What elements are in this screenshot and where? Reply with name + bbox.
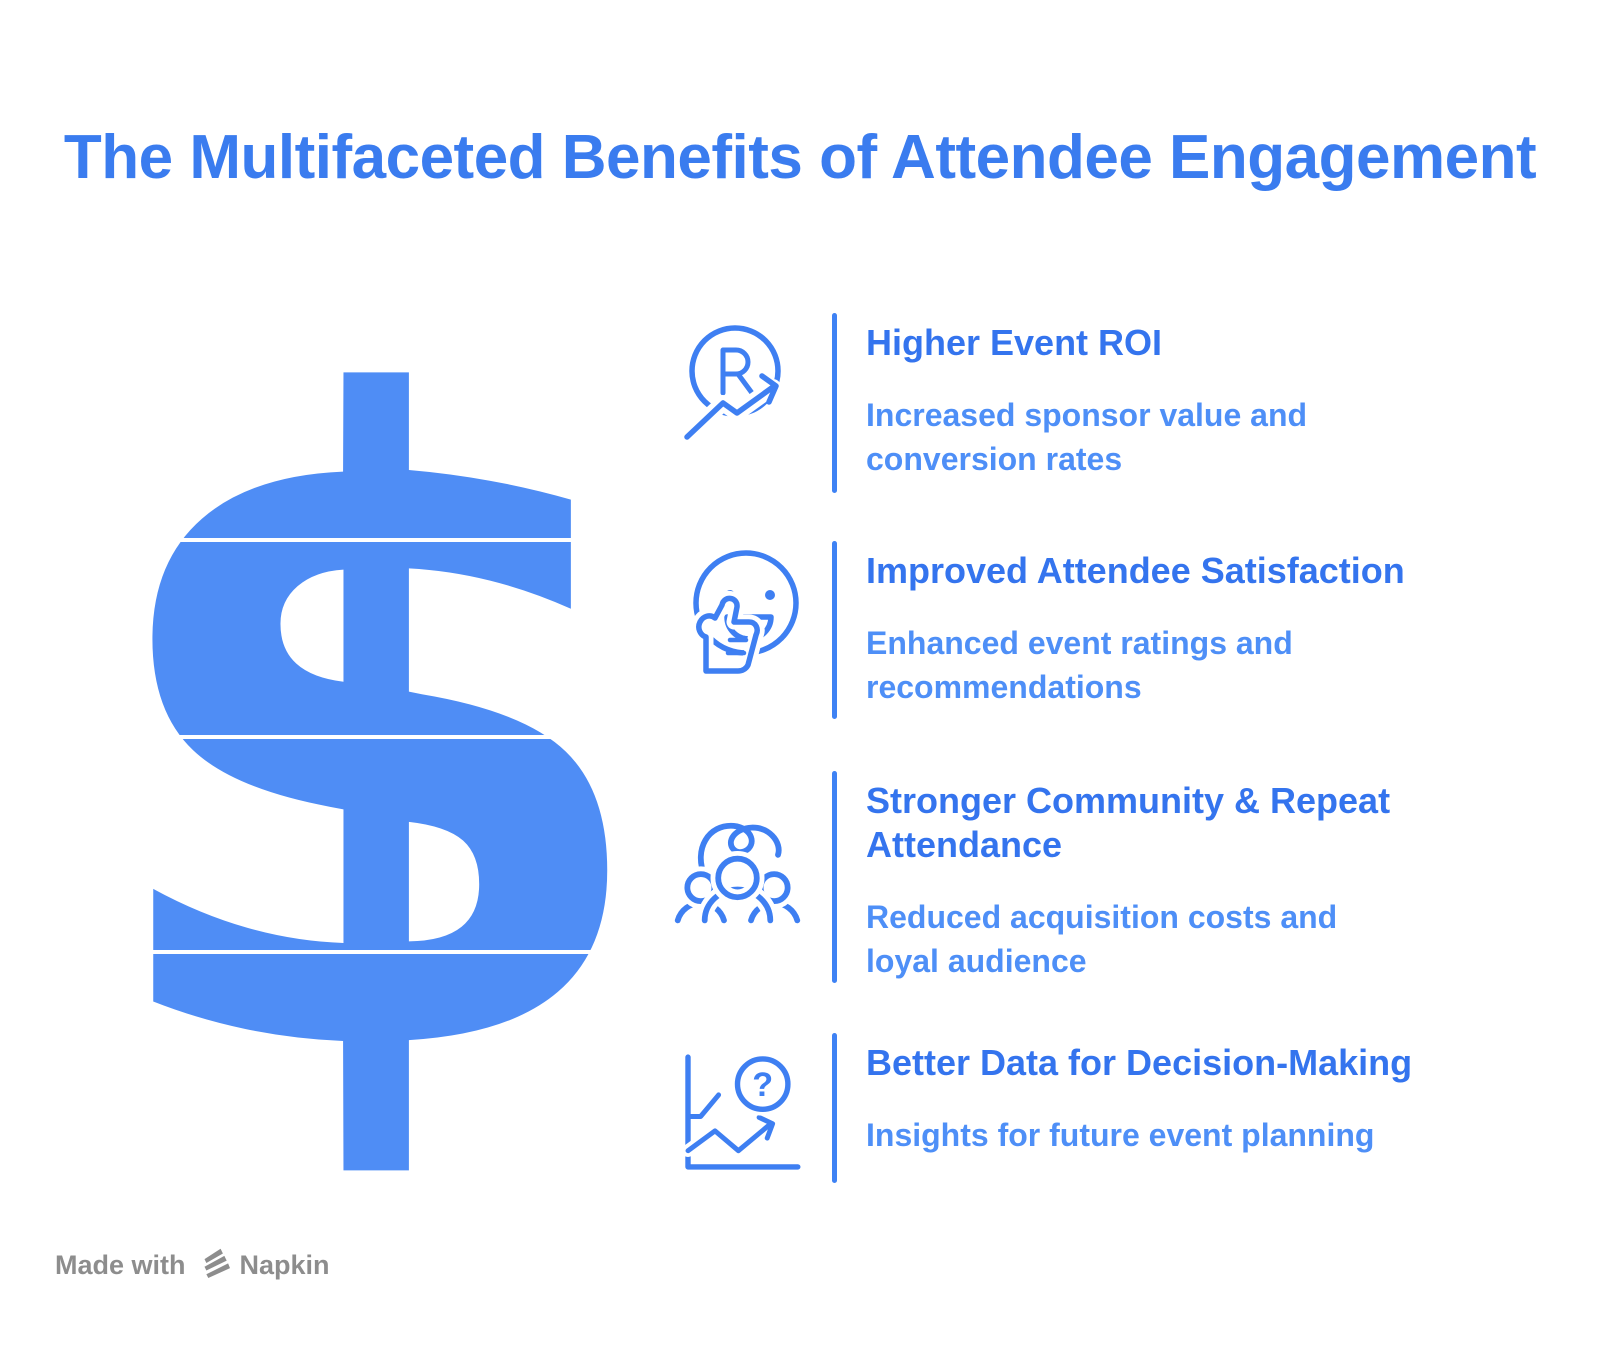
benefit-heading: Stronger Community & Repeat Attendance [866,780,1391,865]
napkin-logo-icon [196,1244,230,1287]
benefit-description: Increased sponsor value and conversion r… [866,397,1308,477]
benefit-item-better-data: ? Better Data for Decision-Making Insigh… [660,1033,1460,1183]
item-divider-line [832,771,837,983]
benefit-heading: Improved Attendee Satisfaction [866,550,1405,591]
watermark-brand: Napkin [239,1250,330,1280]
dollar-slice-line [90,735,605,739]
benefit-item-attendee-satisfaction: Improved Attendee Satisfaction Enhanced … [660,541,1460,719]
question-mark-glyph: ? [752,1066,773,1104]
roi-growth-icon [670,317,805,452]
community-group-icon [670,775,805,925]
thumbs-up-smiley-icon [670,545,805,680]
benefit-heading: Better Data for Decision-Making [866,1042,1413,1083]
benefit-description: Insights for future event planning [866,1117,1375,1153]
watermark: Made with Napkin [55,1244,330,1287]
dollar-slice-line [90,950,605,954]
item-divider-line [832,1033,837,1183]
benefit-item-higher-event-roi: Higher Event ROI Increased sponsor value… [660,313,1460,493]
page-title: The Multifaceted Benefits of Attendee En… [63,123,1537,192]
dollar-slice-line [90,538,605,542]
watermark-prefix: Made with [55,1250,186,1280]
item-divider-line [832,313,837,493]
benefit-description: Enhanced event ratings and recommendatio… [866,625,1293,705]
item-divider-line [832,541,837,719]
benefit-item-community-repeat-attendance: Stronger Community & Repeat Attendance R… [660,771,1460,983]
benefit-description: Reduced acquisition costs and loyal audi… [866,899,1338,979]
benefit-heading: Higher Event ROI [866,322,1163,363]
data-question-chart-icon: ? [670,1037,805,1172]
